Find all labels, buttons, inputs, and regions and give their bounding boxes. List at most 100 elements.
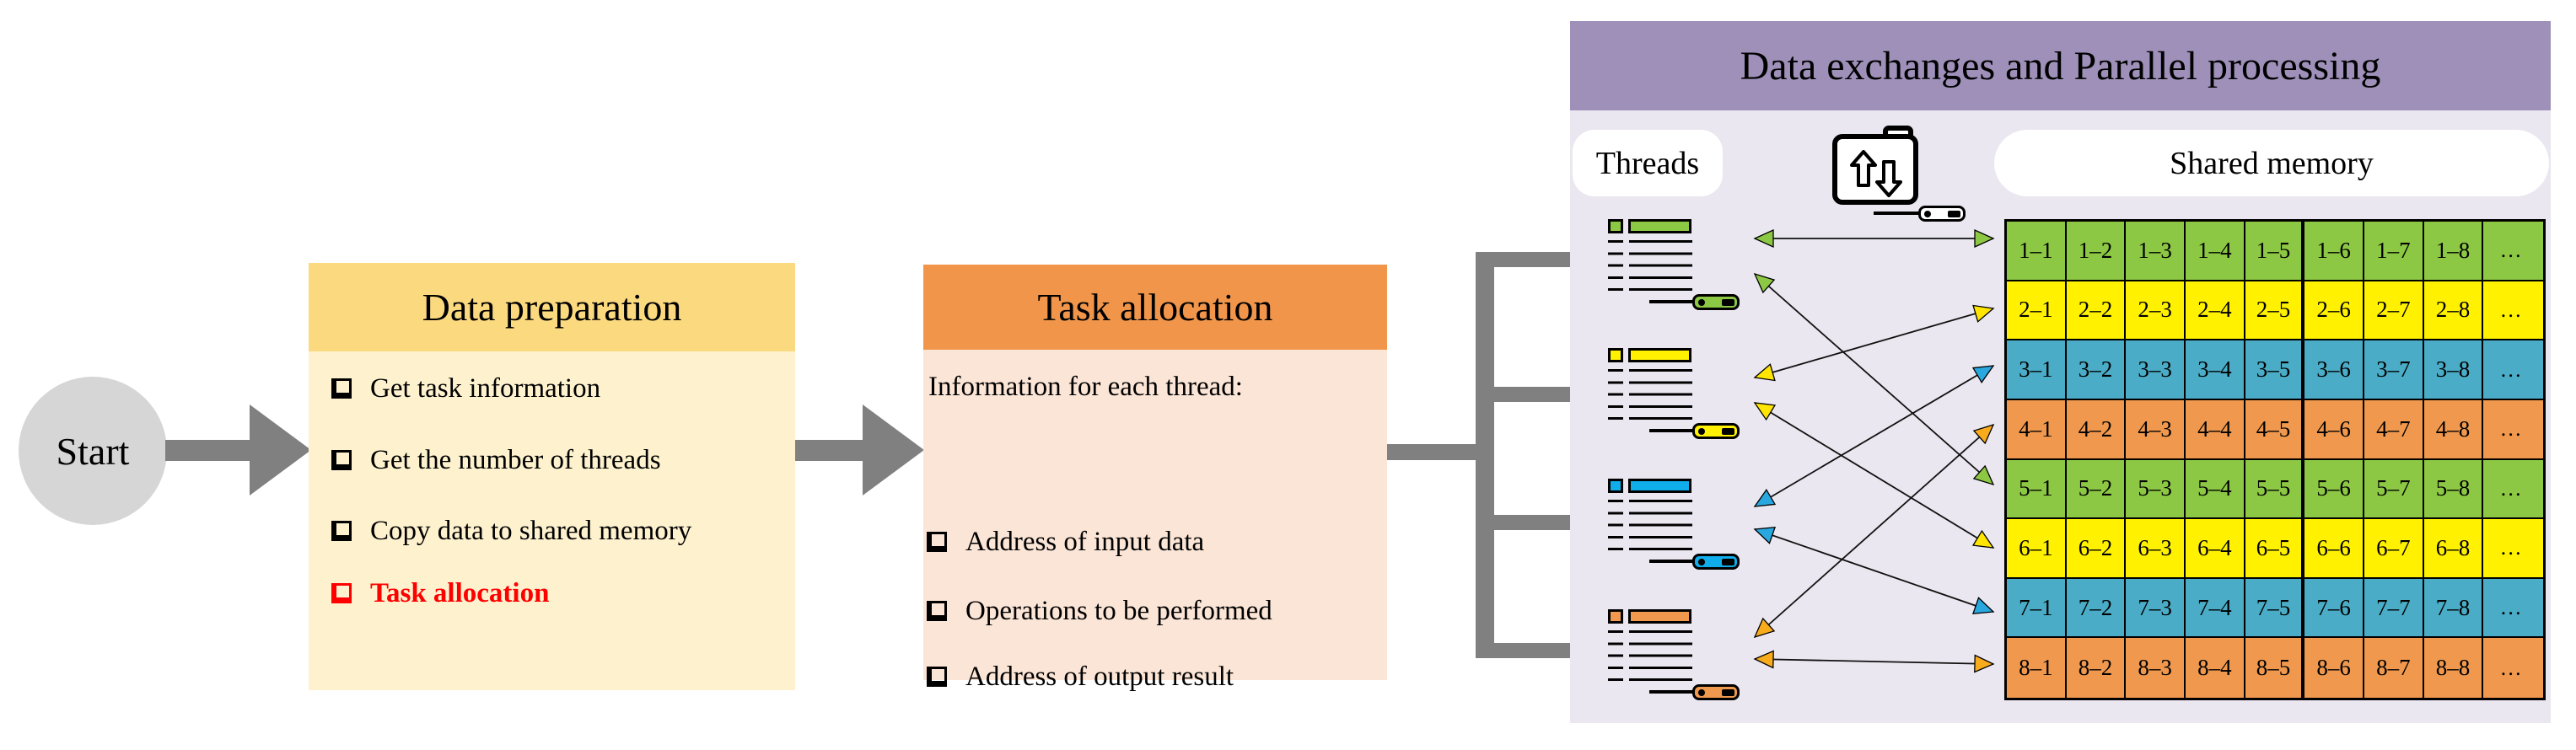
memory-cell: 3–2 [2066,340,2127,400]
memory-cell: 7–2 [2066,578,2127,639]
thread-header-bar [1628,219,1691,233]
threads-label: Threads [1595,145,1700,181]
memory-cell: … [2483,459,2543,520]
connector-stub [1494,252,1572,267]
memory-cell: 7–3 [2126,578,2186,639]
connector-stub [1494,387,1572,402]
memory-cell: 7–5 [2245,578,2305,639]
thread-list-lines [1629,240,1692,292]
memory-cell: 5–8 [2423,459,2484,520]
checkbox-icon [927,601,947,621]
memory-cell: … [2483,399,2543,460]
checklist-item-label: Task allocation [370,578,550,608]
memory-cell: 6–3 [2126,519,2186,579]
connector-stub [1494,515,1572,530]
threads-label-pill: Threads [1573,130,1723,196]
memory-cell: 6–5 [2245,519,2305,579]
thread-list-dashes [1608,369,1623,421]
thread-list-lines [1629,630,1692,683]
memory-cell: 7–6 [2304,578,2364,639]
checklist-item-highlighted: Task allocation [331,576,549,610]
memory-cell: 7–1 [2007,578,2067,639]
checkbox-icon [927,532,947,552]
memory-cell: 7–7 [2364,578,2424,639]
memory-cell: 8–3 [2126,638,2186,698]
thread-header-bar [1628,348,1691,362]
screwdriver-shaft [1874,212,1921,215]
connector-vertical-bar [1476,252,1494,658]
memory-cell: 5–7 [2364,459,2424,520]
flow-arrow-head [250,404,311,496]
checklist-item-label: Address of output result [965,662,1234,692]
memory-cell: 6–6 [2304,519,2364,579]
memory-cell: 4–6 [2304,399,2364,460]
start-node: Start [19,377,167,525]
thread-header-square [1608,609,1623,624]
data-preparation-title: Data preparation [422,286,682,329]
screwdriver-icon [1874,206,1966,222]
checklist-item-label: Address of input data [965,527,1205,557]
data-preparation-box: Data preparation Get task information Ge… [309,263,795,690]
task-allocation-intro: Information for each thread: [928,372,1243,402]
flow-arrow-shaft [165,440,253,461]
thread-list-dashes [1608,630,1623,683]
thread-header-square [1608,479,1623,493]
checkbox-icon [927,667,947,687]
memory-cell: 3–7 [2364,340,2424,400]
memory-cell: 7–4 [2185,578,2245,639]
memory-cell: 4–2 [2066,399,2127,460]
flow-arrow-head [863,404,924,496]
memory-cell: 4–4 [2185,399,2245,460]
task-allocation-body: Information for each thread: Address of … [923,350,1387,692]
memory-cell: 6–2 [2066,519,2127,579]
memory-cell: … [2483,638,2543,698]
thread-header-square [1608,348,1623,362]
memory-cell: 2–4 [2185,281,2245,341]
checklist-item: Copy data to shared memory [331,514,691,548]
memory-cell: 8–8 [2423,638,2484,698]
screwdriver-shaft [1649,560,1695,563]
memory-cell: 4–5 [2245,399,2305,460]
screwdriver-handle [1692,554,1740,570]
memory-cell: 4–3 [2126,399,2186,460]
thread-list-dashes [1608,240,1623,292]
memory-cell: 5–2 [2066,459,2127,520]
memory-cell: 8–7 [2364,638,2424,698]
checkbox-icon [331,378,352,399]
thread-list-lines [1629,500,1692,552]
thread-header-square [1608,219,1623,233]
memory-cell: 8–6 [2304,638,2364,698]
thread-header-bar [1628,609,1691,624]
screwdriver-shaft [1649,300,1695,303]
checkbox-icon [331,583,352,603]
memory-cell: 5–4 [2185,459,2245,520]
data-preparation-body: Get task information Get the number of t… [309,351,795,690]
memory-cell: 4–8 [2423,399,2484,460]
thread-icon-1 [1608,219,1740,310]
memory-cell: … [2483,281,2543,341]
checklist-item: Address of output result [927,660,1234,694]
memory-cell: 6–8 [2423,519,2484,579]
memory-cell: 5–5 [2245,459,2305,520]
memory-cell: 1–8 [2423,222,2484,281]
data-exchange-folder-icon [1832,126,1918,205]
panel-header: Data exchanges and Parallel processing [1570,21,2551,110]
checklist-item: Get the number of threads [331,443,661,477]
checklist-item-label: Operations to be performed [965,596,1272,626]
task-allocation-title: Task allocation [1037,286,1273,329]
memory-cell: 2–6 [2304,281,2364,341]
memory-cell: 2–3 [2126,281,2186,341]
memory-cell: … [2483,222,2543,281]
screwdriver-handle [1918,206,1966,222]
screwdriver-handle [1692,294,1740,310]
data-preparation-header: Data preparation [309,263,795,351]
memory-cell: 1–1 [2007,222,2067,281]
screwdriver-shaft [1649,429,1695,432]
checkbox-icon [331,521,352,541]
shared-memory-label: Shared memory [2170,145,2374,181]
memory-cell: 3–1 [2007,340,2067,400]
memory-cell: 6–7 [2364,519,2424,579]
memory-cell: 2–7 [2364,281,2424,341]
checklist-item: Operations to be performed [927,594,1272,628]
